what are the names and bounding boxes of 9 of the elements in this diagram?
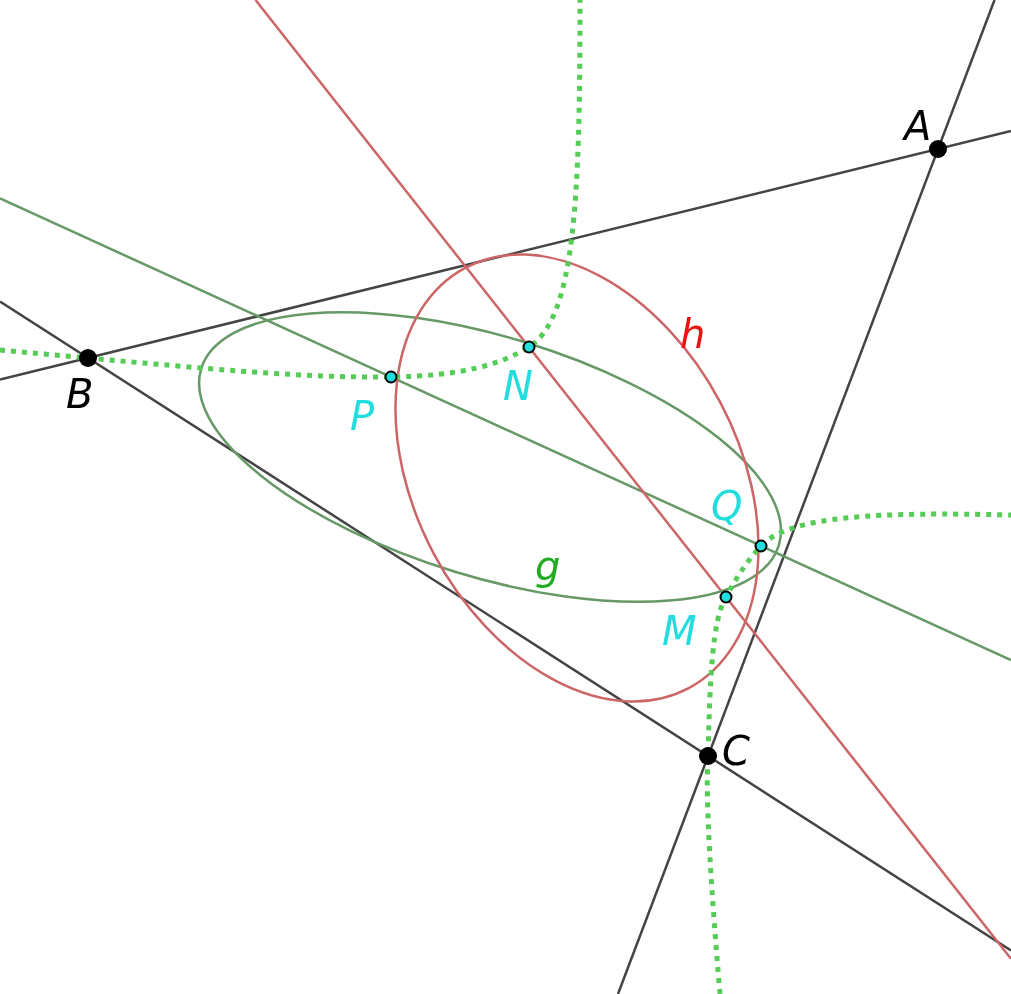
point-label: Q	[711, 483, 743, 529]
point-label: A	[904, 103, 932, 149]
curve-label: g	[535, 543, 561, 589]
point-label: M	[662, 608, 697, 654]
point-label: P	[350, 393, 375, 439]
point-label: N	[503, 363, 533, 409]
curve-label: h	[680, 311, 706, 357]
point-label: B	[66, 371, 94, 417]
point-label: C	[722, 728, 750, 774]
